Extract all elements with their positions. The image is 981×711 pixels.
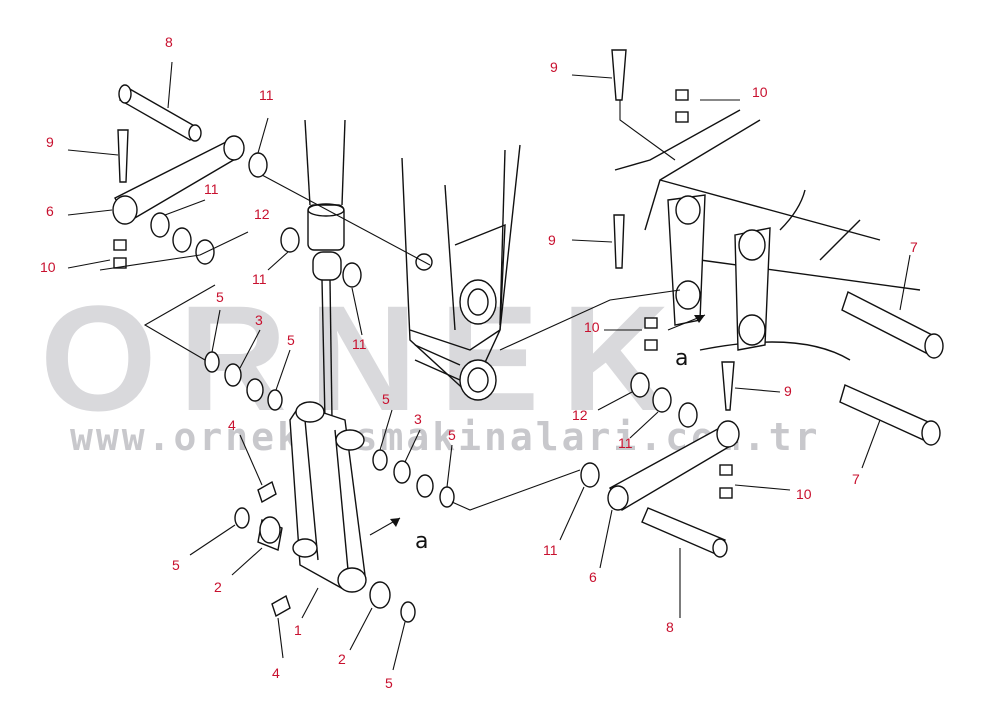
pin-7-top	[841, 291, 944, 359]
washers	[150, 152, 698, 488]
grease-fittings-4	[257, 480, 291, 618]
callout-7: 7	[910, 239, 918, 255]
callout-7: 7	[852, 471, 860, 487]
callout-2: 2	[214, 579, 222, 595]
callout-5: 5	[287, 332, 295, 348]
callout-10: 10	[40, 259, 56, 275]
callout-5: 5	[385, 675, 393, 691]
callout-12: 12	[572, 407, 588, 423]
callout-3: 3	[255, 312, 263, 328]
callout-1: 1	[294, 622, 302, 638]
callout-8: 8	[165, 34, 173, 50]
callout-5: 5	[216, 289, 224, 305]
callout-2: 2	[338, 651, 346, 667]
callout-6: 6	[46, 203, 54, 219]
callout-labels: 8 9 11 11 12 6 10 11 11 5 3 5 4 5 3 5 5 …	[40, 34, 918, 691]
callout-5: 5	[448, 427, 456, 443]
callout-5: 5	[172, 557, 180, 573]
side-link-6-right	[607, 420, 740, 511]
callout-4: 4	[228, 417, 236, 433]
callout-11: 11	[204, 181, 219, 197]
callout-3: 3	[414, 411, 422, 427]
callout-11: 11	[618, 435, 633, 451]
callout-4: 4	[272, 665, 280, 681]
h-link	[289, 401, 367, 593]
callout-8: 8	[666, 619, 674, 635]
callout-10: 10	[796, 486, 812, 502]
callout-9: 9	[548, 232, 556, 248]
callout-9: 9	[46, 134, 54, 150]
cylinder-rod	[304, 119, 346, 421]
bucket	[614, 109, 921, 361]
view-mark-a-right: a	[675, 346, 688, 371]
arm-assembly	[401, 144, 521, 401]
callout-11: 11	[352, 336, 367, 352]
side-link-6-left	[112, 135, 245, 225]
view-arrows	[369, 314, 706, 536]
pin-8-top	[118, 84, 202, 142]
callout-6: 6	[589, 569, 597, 585]
nuts-10	[113, 89, 733, 499]
callout-11: 11	[259, 87, 274, 103]
pin-7-bottom	[839, 384, 941, 446]
callout-9: 9	[550, 59, 558, 75]
callout-10: 10	[584, 319, 600, 335]
bolts-9	[117, 49, 735, 411]
callout-9: 9	[784, 383, 792, 399]
callout-11: 11	[543, 542, 558, 558]
callout-11: 11	[252, 271, 267, 287]
pin-8-bottom	[641, 507, 728, 558]
view-mark-a-bottom: a	[415, 529, 428, 554]
callout-5: 5	[382, 391, 390, 407]
callout-12: 12	[254, 206, 270, 222]
leader-lines	[67, 61, 911, 671]
callout-10: 10	[752, 84, 768, 100]
